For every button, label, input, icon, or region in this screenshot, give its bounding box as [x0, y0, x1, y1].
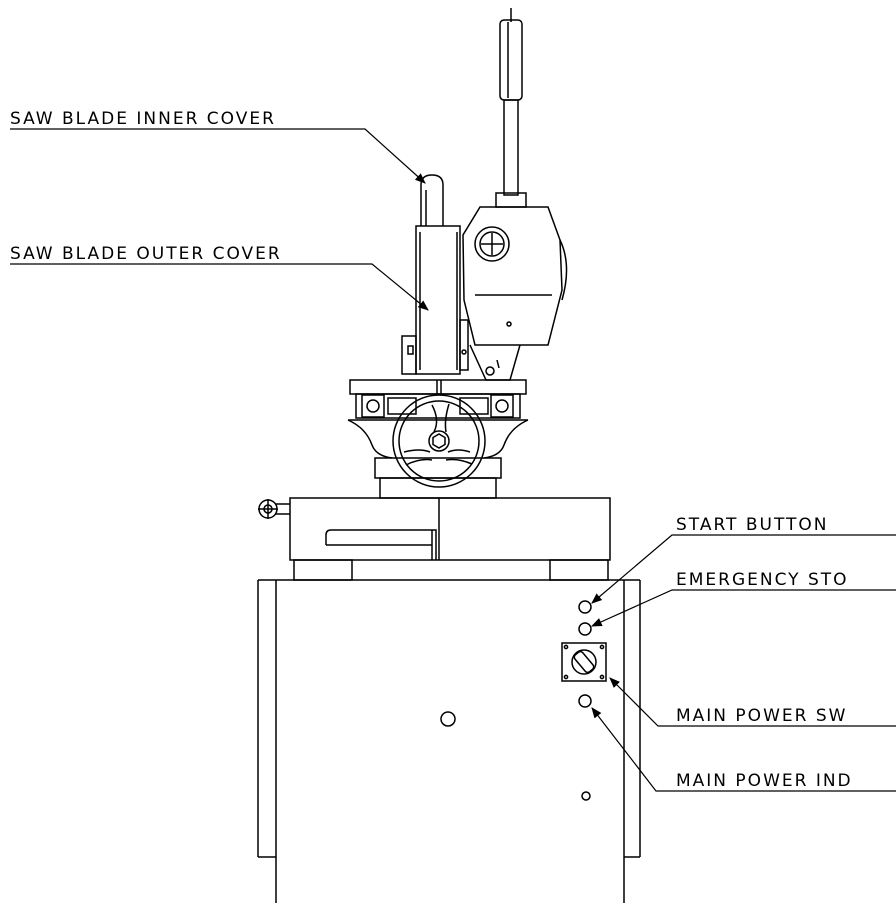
label-main-power-indicator: MAIN POWER IND: [676, 771, 853, 791]
saw-blade-outer-cover: [401, 225, 469, 375]
cabinet-hole-lower: [581, 791, 591, 801]
start-button-icon: [578, 600, 592, 614]
main-power-indicator-icon: [578, 694, 592, 708]
vise-body: [347, 379, 529, 499]
cabinet-hole-left: [440, 711, 456, 727]
label-saw-blade-inner-cover: SAW BLADE INNER COVER: [10, 109, 276, 129]
lever-handle: [499, 8, 523, 196]
leader-lines: [10, 128, 896, 792]
motor-head: [462, 192, 568, 381]
work-table: [258, 497, 611, 581]
label-saw-blade-outer-cover: SAW BLADE OUTER COVER: [10, 244, 282, 264]
hand-wheel: [392, 394, 486, 488]
label-emergency-stop: EMERGENCY STO: [676, 570, 849, 590]
control-panel: [561, 600, 607, 708]
label-start-button: START BUTTON: [676, 515, 829, 535]
emergency-stop-icon: [578, 622, 592, 636]
label-main-power-switch: MAIN POWER SW: [676, 706, 847, 726]
cabinet-stand: [257, 579, 641, 903]
main-power-switch-icon: [561, 642, 607, 682]
